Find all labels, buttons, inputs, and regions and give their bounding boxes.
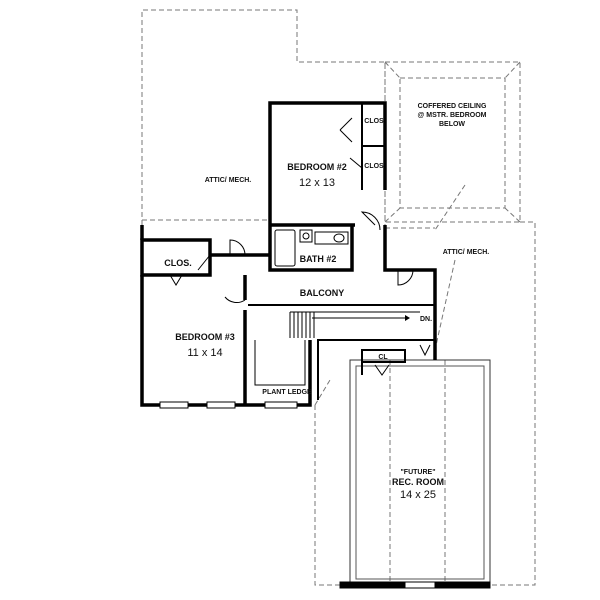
doors — [169, 117, 431, 376]
attic-mech-right-label: ATTIC/ MECH. — [443, 249, 490, 256]
bath-fixtures — [274, 229, 349, 267]
rec-room-tag: "FUTURE" — [400, 469, 435, 476]
closet-cl-label: CL — [378, 354, 388, 361]
staircase — [289, 311, 420, 338]
bedroom-3-size: 11 x 14 — [187, 347, 222, 359]
plant-ledge-label: PLANT LEDGE — [262, 389, 312, 396]
rec-room-name: REC. ROOM — [392, 477, 444, 487]
closet-main-label: CLOS. — [164, 258, 192, 268]
bedroom-2-size: 12 x 13 — [299, 177, 335, 189]
attic-mech-left-label: ATTIC/ MECH. — [205, 177, 252, 184]
bedroom-3-name: BEDROOM #3 — [175, 332, 235, 342]
bedroom-2-name: BEDROOM #2 — [287, 162, 347, 172]
closet-a-label: CLOS — [364, 118, 384, 125]
closet-b-label: CLOS — [364, 163, 384, 170]
bath-2-name: BATH #2 — [300, 254, 337, 264]
coffered-ceiling-outline — [384, 61, 521, 223]
coffered-ceiling-label-2: @ MSTR. BEDROOM — [417, 112, 486, 119]
coffered-ceiling-label-1: COFFERED CEILING — [418, 103, 487, 110]
balcony-label: BALCONY — [300, 288, 345, 298]
attic-outline-left — [141, 9, 386, 225]
stair-down-label: DN. — [420, 316, 432, 323]
rec-room-outline — [314, 359, 491, 586]
coffered-ceiling-label-3: BELOW — [439, 121, 465, 128]
plant-ledge-outline — [254, 340, 306, 386]
attic-outline-right — [385, 184, 536, 586]
rec-room-size: 14 x 25 — [400, 489, 436, 501]
windows — [159, 401, 491, 589]
